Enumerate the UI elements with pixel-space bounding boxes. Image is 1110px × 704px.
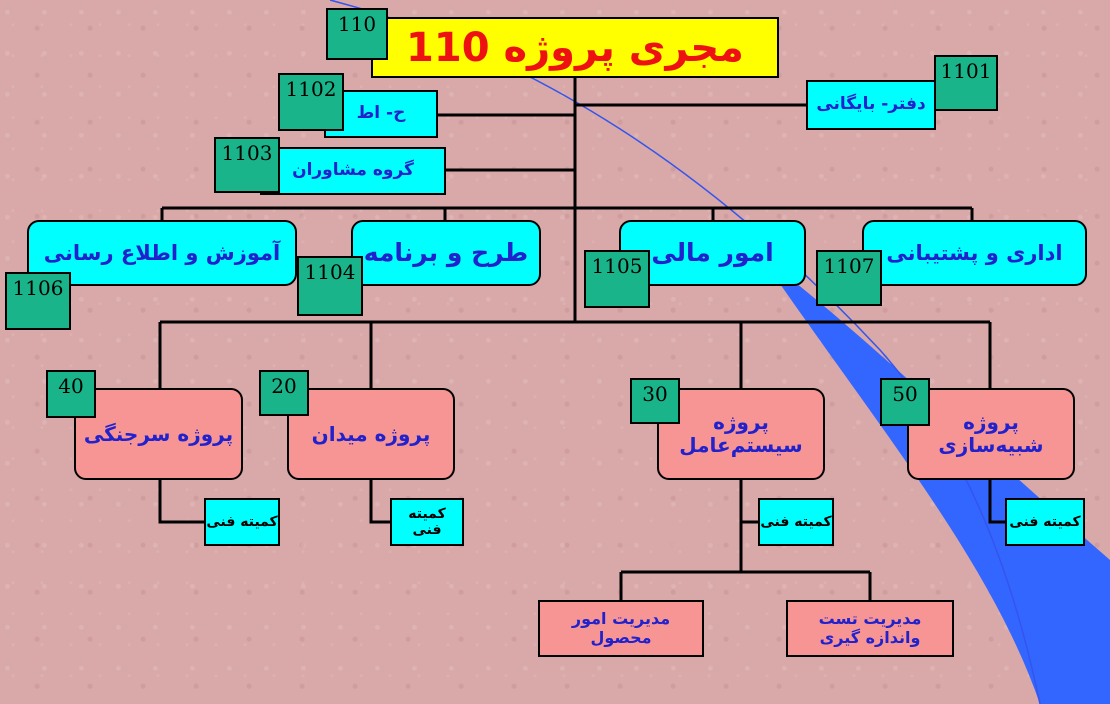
unit-finance: امور مالی [619,220,806,286]
education-label: آموزش و اطلاع رسانی [43,240,281,265]
finance-code: 1105 [584,250,650,308]
advisors-code: 1103 [214,137,280,193]
unit-planning: طرح و برنامه [351,220,541,286]
committee-50: کمیته فنی [1005,498,1085,546]
admin-label: اداری و پشتیبانی [886,240,1063,265]
education-code: 1106 [5,272,71,330]
security-label: ح- اط [356,103,406,124]
project-40-code: 40 [46,370,96,418]
project-50-label-line2: شبیه‌سازی [938,433,1044,457]
title-text: مجری پروژه 110 [406,24,744,71]
committee-20-label: کمیته فنی [408,505,446,538]
unit-admin: اداری و پشتیبانی [862,220,1087,286]
committee-20: کمیته فنی [390,498,464,546]
project-20-label: پروژه میدان [311,421,431,446]
project-30-code: 30 [630,378,680,424]
committee-30: کمیته فنی [758,498,834,546]
committee-40-label: کمیته فنی [206,513,278,530]
project-warhead: پروژه سرجنگی [74,388,243,480]
product-line2: محصول [590,627,652,647]
security-code: 1102 [278,73,344,131]
test-line1: مدیریت تست [818,609,922,629]
project-40-label: پروژه سرجنگی [83,421,234,446]
project-20-code: 20 [259,370,309,416]
project-50-label-line1: پروژه [963,410,1019,434]
project-30-label-line1: پروژه [713,410,769,434]
title-code: 110 [326,8,388,60]
product-line1: مدیریت امور [571,609,671,629]
committee-30-label: کمیته فنی [760,513,832,530]
advisors-group: گروه مشاوران [260,147,446,195]
admin-code: 1107 [816,250,882,306]
test-line2: واندازه گیری [819,627,921,647]
archive-label: دفتر- بایگانی [816,94,926,115]
advisors-label: گروه مشاوران [292,160,414,181]
archive-code: 1101 [934,55,998,111]
product-management: مدیریت امور محصول [538,600,704,657]
finance-label: امور مالی [651,237,774,267]
committee-50-label: کمیته فنی [1009,513,1081,530]
test-management: مدیریت تست واندازه گیری [786,600,954,657]
archive-office: دفتر- بایگانی [806,80,936,130]
committee-40: کمیته فنی [204,498,280,546]
planning-code: 1104 [297,256,363,316]
project-30-label-line2: سیستم‌عامل [679,433,803,457]
project-field: پروژه میدان [287,388,455,480]
unit-education: آموزش و اطلاع رسانی [27,220,297,286]
project-executive-title: مجری پروژه 110 [371,17,779,78]
project-os: پروژه سیستم‌عامل [657,388,825,480]
project-simulation: پروژه شبیه‌سازی [907,388,1075,480]
project-50-code: 50 [880,378,930,426]
planning-label: طرح و برنامه [363,237,529,267]
